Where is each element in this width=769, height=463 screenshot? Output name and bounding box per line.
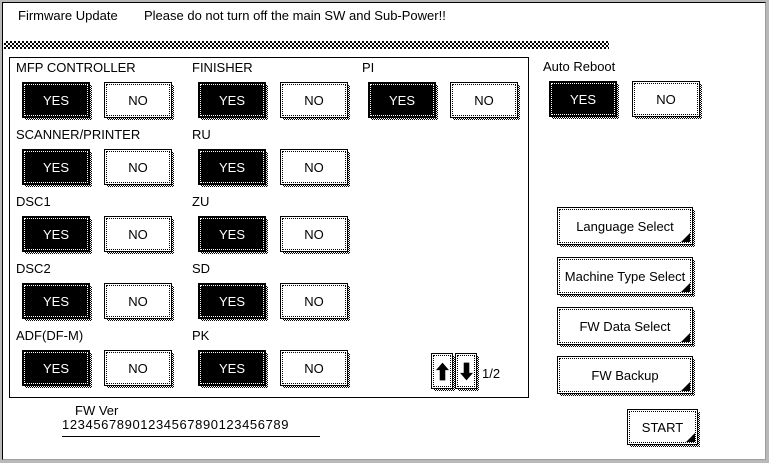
target-group-zu: ZU YES NO [192,194,350,254]
auto-reboot-group: Auto Reboot YES NO [543,59,702,119]
menu-button-label: FW Backup [591,367,659,383]
down-arrow-icon [459,362,473,381]
target-label: SD [192,261,211,276]
zu-no-button[interactable]: NO [280,216,350,254]
hatched-divider [4,41,609,49]
start-button-label: START [641,419,684,435]
target-group-ru: RU YES NO [192,127,350,187]
adf-no-button[interactable]: NO [104,350,174,388]
target-group-adf: ADF(DF-M) YES NO [16,328,174,388]
dsc1-yes-button[interactable]: YES [22,216,92,254]
fold-corner-icon [681,233,690,242]
dsc2-no-button[interactable]: NO [104,283,174,321]
sd-yes-button[interactable]: YES [198,283,268,321]
fw-version-value: 12345678901234567890123456789 [62,417,320,437]
target-label: PI [362,60,375,75]
fold-corner-icon [686,433,695,442]
target-label: FINISHER [192,60,253,75]
target-label: ADF(DF-M) [16,328,84,343]
scanner-printer-yes-button[interactable]: YES [22,149,92,187]
machine-type-select-button[interactable]: Machine Type Select [557,257,695,297]
target-label: PK [192,328,210,343]
page-down-button[interactable] [455,353,479,391]
target-label: DSC1 [16,194,51,209]
target-group-pk: PK YES NO [192,328,350,388]
fw-data-select-button[interactable]: FW Data Select [557,307,695,347]
finisher-yes-button[interactable]: YES [198,82,268,120]
pi-yes-button[interactable]: YES [368,82,438,120]
dsc1-no-button[interactable]: NO [104,216,174,254]
sd-no-button[interactable]: NO [280,283,350,321]
update-target-panel [9,57,529,398]
menu-button-label: Language Select [576,218,674,234]
target-group-sd: SD YES NO [192,261,350,321]
auto-reboot-no-button[interactable]: NO [632,81,702,119]
warning-text: Please do not turn off the main SW and S… [144,8,446,23]
language-select-button[interactable]: Language Select [557,207,695,247]
mfp-controller-no-button[interactable]: NO [104,82,174,120]
menu-button-label: Machine Type Select [564,268,686,284]
target-group-mfp-controller: MFP CONTROLLER YES NO [16,60,174,120]
menu-button-label: FW Data Select [579,318,671,334]
page-indicator: 1/2 [482,366,501,381]
target-group-finisher: FINISHER YES NO [192,60,350,120]
target-label: ZU [192,194,210,209]
target-label: SCANNER/PRINTER [16,127,141,142]
adf-yes-button[interactable]: YES [22,350,92,388]
zu-yes-button[interactable]: YES [198,216,268,254]
pk-yes-button[interactable]: YES [198,350,268,388]
target-label: DSC2 [16,261,51,276]
fold-corner-icon [681,382,690,391]
fw-version-label: FW Ver [75,403,119,418]
target-group-dsc2: DSC2 YES NO [16,261,174,321]
scanner-printer-no-button[interactable]: NO [104,149,174,187]
page-title: Firmware Update [18,8,118,23]
fw-backup-button[interactable]: FW Backup [557,356,695,396]
start-button[interactable]: START [627,409,700,447]
target-group-pi: PI YES NO [362,60,520,120]
ru-no-button[interactable]: NO [280,149,350,187]
pk-no-button[interactable]: NO [280,350,350,388]
target-label: RU [192,127,211,142]
target-group-dsc1: DSC1 YES NO [16,194,174,254]
target-label: MFP CONTROLLER [16,60,136,75]
pi-no-button[interactable]: NO [450,82,520,120]
dsc2-yes-button[interactable]: YES [22,283,92,321]
fold-corner-icon [681,333,690,342]
ru-yes-button[interactable]: YES [198,149,268,187]
auto-reboot-yes-button[interactable]: YES [549,81,619,119]
finisher-no-button[interactable]: NO [280,82,350,120]
target-group-scanner-printer: SCANNER/PRINTER YES NO [16,127,174,187]
page-up-button[interactable] [431,353,455,391]
auto-reboot-label: Auto Reboot [543,59,616,74]
up-arrow-icon [435,362,449,381]
mfp-controller-yes-button[interactable]: YES [22,82,92,120]
fold-corner-icon [681,283,690,292]
